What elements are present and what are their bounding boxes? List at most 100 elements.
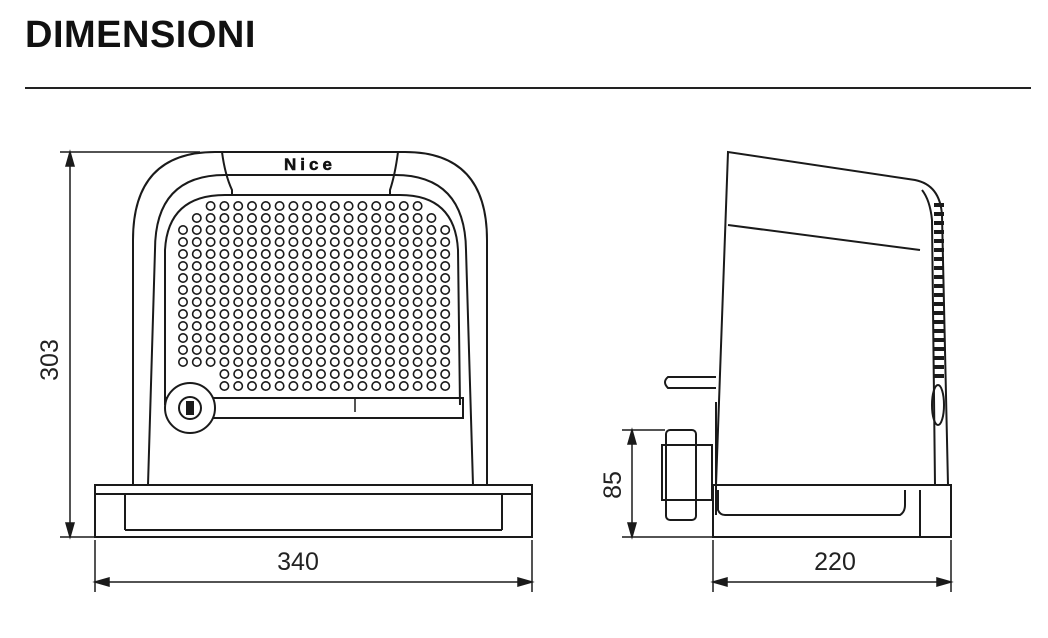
grille-hole: [357, 201, 368, 212]
grille-hole: [412, 368, 423, 379]
grille-hole: [260, 368, 271, 379]
grille-hole: [288, 380, 299, 391]
grille-hole: [288, 284, 299, 295]
w220-arrows: [710, 577, 954, 587]
grille-hole: [302, 201, 313, 212]
grille-hole: [412, 213, 423, 224]
grille-hole: [274, 284, 285, 295]
grille-hole: [343, 368, 354, 379]
grille-hole: [178, 356, 189, 367]
grille-hole: [426, 332, 437, 343]
grille-hole: [315, 320, 326, 331]
grille-hole: [219, 368, 230, 379]
grille-hole: [357, 260, 368, 271]
grille-hole: [357, 213, 368, 224]
grille-hole: [315, 237, 326, 248]
grille-hole: [384, 344, 395, 355]
grille-hole: [315, 380, 326, 391]
grille-hole: [440, 237, 451, 248]
grille-hole: [274, 332, 285, 343]
grille-hole: [247, 272, 258, 283]
grille-hole: [343, 380, 354, 391]
grille-hole: [260, 249, 271, 260]
grille-hole: [205, 284, 216, 295]
grille-hole: [329, 272, 340, 283]
grille-hole: [329, 380, 340, 391]
grille-hole: [398, 380, 409, 391]
grille-hole: [247, 356, 258, 367]
grille-hole: [357, 344, 368, 355]
grille-hole: [219, 284, 230, 295]
grille-hole: [426, 320, 437, 331]
grille-hole: [412, 380, 423, 391]
grille-hole: [412, 284, 423, 295]
grille-hole: [178, 344, 189, 355]
grille-hole: [315, 201, 326, 212]
grille-hole: [398, 308, 409, 319]
grille-hole: [178, 237, 189, 248]
width-label: 340: [277, 548, 319, 576]
grille-hole: [205, 201, 216, 212]
grille-hole: [315, 296, 326, 307]
grille-hole: [412, 308, 423, 319]
grille-hole: [343, 272, 354, 283]
grille-hole: [384, 272, 395, 283]
grille-hole: [178, 249, 189, 260]
grille-hole: [274, 260, 285, 271]
grille-hole: [329, 308, 340, 319]
grille-hole: [315, 260, 326, 271]
grille-hole: [274, 356, 285, 367]
grille-hole: [384, 368, 395, 379]
grille-hole: [371, 308, 382, 319]
grille-hole: [302, 237, 313, 248]
grille-hole: [315, 284, 326, 295]
grille-hole: [412, 320, 423, 331]
side-height-label: 85: [599, 471, 627, 499]
grille-hole: [191, 260, 202, 271]
grille-hole: [302, 380, 313, 391]
grille-hole: [260, 272, 271, 283]
grille-hole: [178, 260, 189, 271]
grille-hole: [329, 201, 340, 212]
grille-hole: [343, 225, 354, 236]
grille-hole: [357, 237, 368, 248]
side-view: [661, 150, 952, 538]
grille-hole: [288, 368, 299, 379]
grille-hole: [219, 249, 230, 260]
grille-hole: [191, 237, 202, 248]
grille-hole: [274, 272, 285, 283]
grille-hole: [329, 320, 340, 331]
grille-hole: [205, 320, 216, 331]
grille-hole: [233, 356, 244, 367]
grille-hole: [302, 272, 313, 283]
grille-hole: [398, 344, 409, 355]
grille-hole: [440, 225, 451, 236]
grille-hole: [329, 225, 340, 236]
grille-hole: [384, 284, 395, 295]
key-slot: [186, 401, 194, 415]
grille-hole: [191, 308, 202, 319]
grille-hole: [247, 344, 258, 355]
grille-hole: [329, 296, 340, 307]
side-base-tray: [717, 490, 906, 516]
rack-block: [661, 444, 713, 501]
grille-hole: [302, 284, 313, 295]
height-label: 303: [36, 339, 64, 381]
grille-hole: [260, 284, 271, 295]
grille-hole: [398, 320, 409, 331]
side-width-label: 220: [814, 548, 856, 576]
grille-hole: [233, 380, 244, 391]
grille-hole: [219, 380, 230, 391]
grille-frame: [164, 194, 461, 406]
grille-hole: [412, 296, 423, 307]
grille-hole: [233, 237, 244, 248]
grille-hole: [178, 272, 189, 283]
grille-hole: [426, 344, 437, 355]
grille-hole: [315, 225, 326, 236]
grille-hole: [329, 249, 340, 260]
grille-hole: [398, 249, 409, 260]
grille-hole: [233, 296, 244, 307]
grille-hole: [384, 260, 395, 271]
grille-hole: [288, 213, 299, 224]
side-base: [712, 484, 952, 538]
